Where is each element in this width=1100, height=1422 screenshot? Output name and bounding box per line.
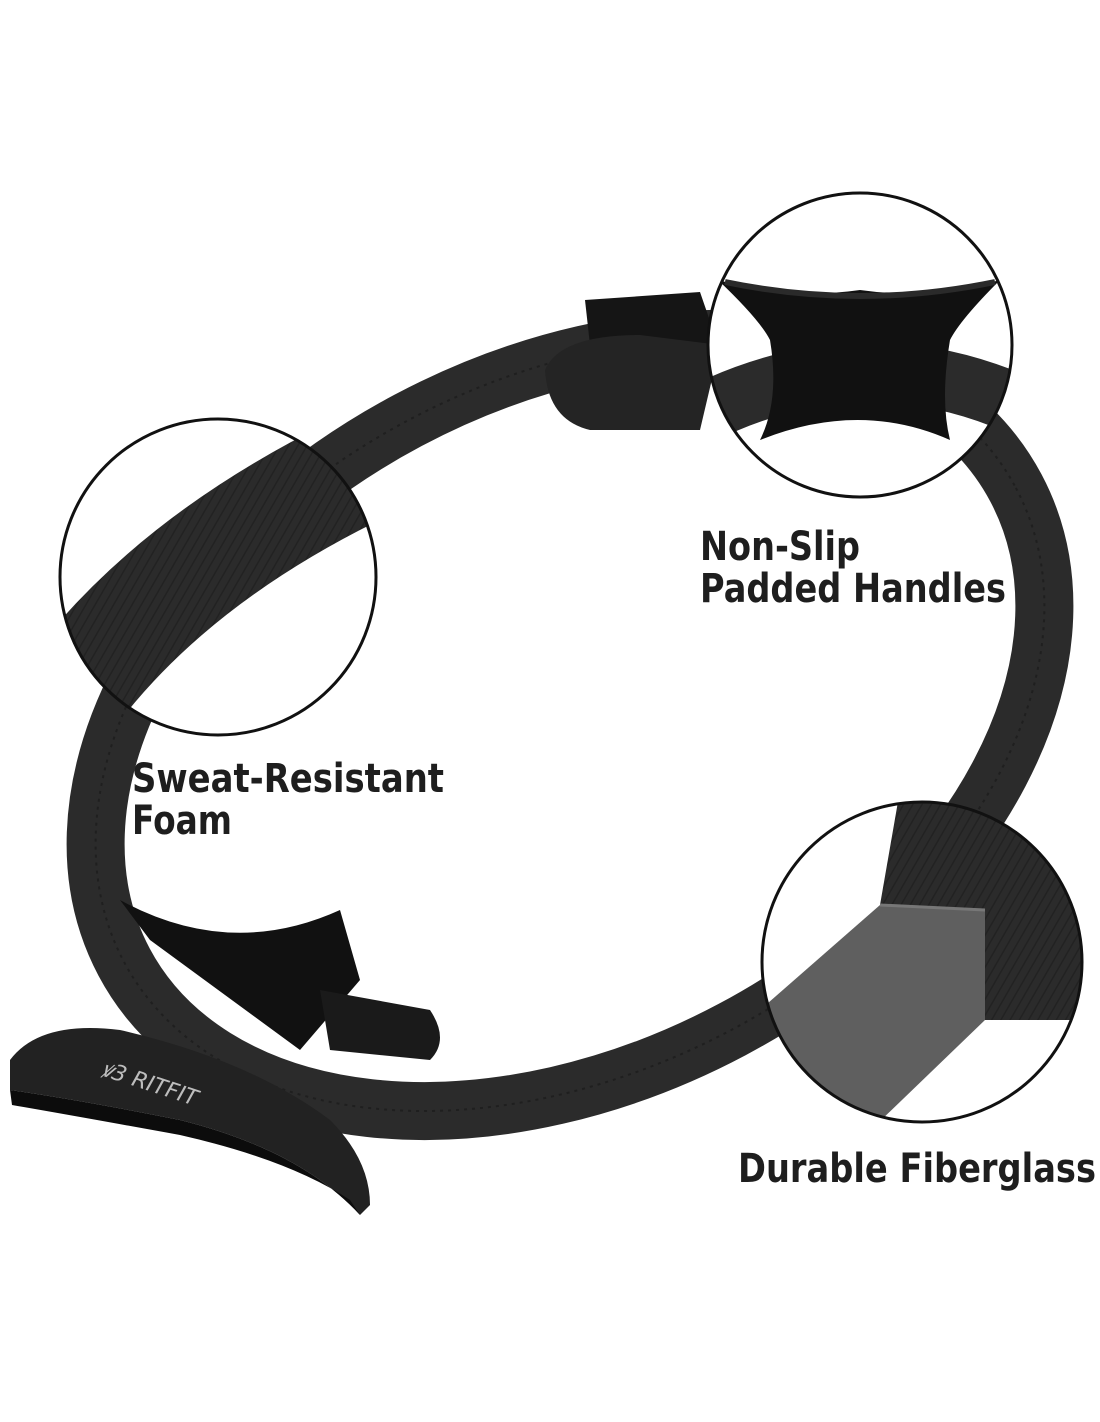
bottom-handle: ꝟ3 RITFIT	[10, 900, 440, 1215]
foam-label-line2: Foam	[132, 798, 232, 844]
fiberglass-label: Durable Fiberglass	[738, 1146, 1096, 1192]
foam-label-line1: Sweat-Resistant	[132, 756, 444, 802]
handles-detail-circle	[706, 191, 1014, 499]
top-handle	[545, 292, 720, 430]
fiberglass-detail-circle	[760, 800, 1084, 1124]
handles-label-line2: Padded Handles	[700, 566, 1006, 612]
handles-label-line1: Non-Slip	[700, 524, 860, 570]
